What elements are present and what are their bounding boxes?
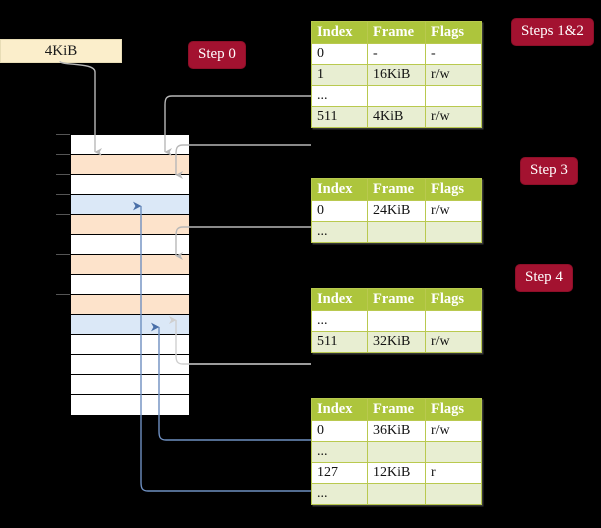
memory-tick-0 xyxy=(56,134,70,135)
cell-index: 511 xyxy=(311,331,368,353)
column-header-index: Index xyxy=(311,21,368,44)
cell-index: ... xyxy=(311,221,368,243)
table-header-row: Index Frame Flags xyxy=(311,398,482,421)
cell-index: 511 xyxy=(311,106,368,128)
step-badge-step4: Step 4 xyxy=(516,265,572,291)
cell-frame: 24KiB xyxy=(367,200,426,222)
wire-level2-row511-to-memory xyxy=(169,316,311,365)
column-header-index: Index xyxy=(311,178,368,201)
memory-block-7 xyxy=(71,275,189,295)
wire-level0-row511-to-memory xyxy=(175,144,311,179)
cell-index: 0 xyxy=(311,420,368,442)
memory-tick-2 xyxy=(56,174,70,175)
step-badge-step0: Step 0 xyxy=(189,42,245,68)
size-label-4kib: 4KiB xyxy=(0,39,122,63)
cell-flags: r/w xyxy=(425,64,482,86)
table-row: 0 36KiB r/w xyxy=(311,420,482,442)
table-row: 1 16KiB r/w xyxy=(311,64,482,86)
memory-block-9 xyxy=(71,315,189,335)
table-row: ... xyxy=(311,441,482,463)
cell-frame xyxy=(367,85,426,107)
cell-flags xyxy=(425,441,482,463)
memory-block-2 xyxy=(71,175,189,195)
cell-frame xyxy=(367,310,426,332)
cell-flags xyxy=(425,483,482,505)
step-badge-step3: Step 3 xyxy=(521,158,577,184)
physical-memory-column xyxy=(70,134,190,416)
table-row: ... xyxy=(311,310,482,332)
memory-block-1 xyxy=(71,155,189,175)
table-row: ... xyxy=(311,483,482,505)
memory-block-12 xyxy=(71,375,189,395)
page-table-level-3: Index Frame Flags 0 36KiB r/w ... 127 12… xyxy=(311,398,482,505)
memory-tick-3 xyxy=(56,194,70,195)
cell-frame: 32KiB xyxy=(367,331,426,353)
table-header-row: Index Frame Flags xyxy=(311,288,482,311)
memory-tick-4 xyxy=(56,214,70,215)
cell-frame: 36KiB xyxy=(367,420,426,442)
column-header-flags: Flags xyxy=(425,288,482,311)
cell-flags: r/w xyxy=(425,106,482,128)
memory-block-13 xyxy=(71,395,189,415)
memory-block-8 xyxy=(71,295,189,315)
cell-flags xyxy=(425,221,482,243)
memory-tick-8 xyxy=(56,294,70,295)
cell-frame xyxy=(367,483,426,505)
page-table-level-2: Index Frame Flags ... 511 32KiB r/w xyxy=(311,288,482,353)
table-header-row: Index Frame Flags xyxy=(311,178,482,201)
table-row: 0 - - xyxy=(311,43,482,65)
page-table-level-1: Index Frame Flags 0 24KiB r/w ... xyxy=(311,178,482,243)
cell-frame xyxy=(367,221,426,243)
table-row: 511 32KiB r/w xyxy=(311,331,482,353)
cell-flags: r/w xyxy=(425,331,482,353)
column-header-frame: Frame xyxy=(367,288,426,311)
cell-frame: 12KiB xyxy=(367,462,426,484)
cell-flags: - xyxy=(425,43,482,65)
step-badge-steps-1-2: Steps 1&2 xyxy=(512,19,593,45)
cell-index: ... xyxy=(311,483,368,505)
cell-index: ... xyxy=(311,441,368,463)
cell-flags: r/w xyxy=(425,200,482,222)
cell-index: 127 xyxy=(311,462,368,484)
table-row: ... xyxy=(311,221,482,243)
wire-level1-row0-to-memory xyxy=(175,226,311,260)
cell-frame: - xyxy=(367,43,426,65)
page-table-level-0: Index Frame Flags 0 - - 1 16KiB r/w ... xyxy=(311,21,482,128)
memory-tick-6 xyxy=(56,254,70,255)
column-header-index: Index xyxy=(311,288,368,311)
cell-frame: 16KiB xyxy=(367,64,426,86)
column-header-flags: Flags xyxy=(425,21,482,44)
column-header-flags: Flags xyxy=(425,398,482,421)
table-row: 511 4KiB r/w xyxy=(311,106,482,128)
table-row: 127 12KiB r xyxy=(311,462,482,484)
cell-index: 0 xyxy=(311,43,368,65)
column-header-index: Index xyxy=(311,398,368,421)
cell-index: 0 xyxy=(311,200,368,222)
table-row: ... xyxy=(311,85,482,107)
table-row: 0 24KiB r/w xyxy=(311,200,482,222)
memory-block-5 xyxy=(71,235,189,255)
memory-block-4 xyxy=(71,215,189,235)
cell-frame xyxy=(367,441,426,463)
memory-block-10 xyxy=(71,335,189,355)
column-header-frame: Frame xyxy=(367,398,426,421)
cell-index: ... xyxy=(311,85,368,107)
cell-index: ... xyxy=(311,310,368,332)
column-header-frame: Frame xyxy=(367,21,426,44)
memory-block-11 xyxy=(71,355,189,375)
memory-tick-1 xyxy=(56,154,70,155)
cell-flags xyxy=(425,85,482,107)
memory-block-3 xyxy=(71,195,189,215)
cell-frame: 4KiB xyxy=(367,106,426,128)
column-header-flags: Flags xyxy=(425,178,482,201)
cell-flags: r/w xyxy=(425,420,482,442)
column-header-frame: Frame xyxy=(367,178,426,201)
cell-flags xyxy=(425,310,482,332)
cell-index: 1 xyxy=(311,64,368,86)
memory-block-6 xyxy=(71,255,189,275)
cell-flags: r xyxy=(425,462,482,484)
table-header-row: Index Frame Flags xyxy=(311,21,482,44)
memory-block-0 xyxy=(71,135,189,155)
